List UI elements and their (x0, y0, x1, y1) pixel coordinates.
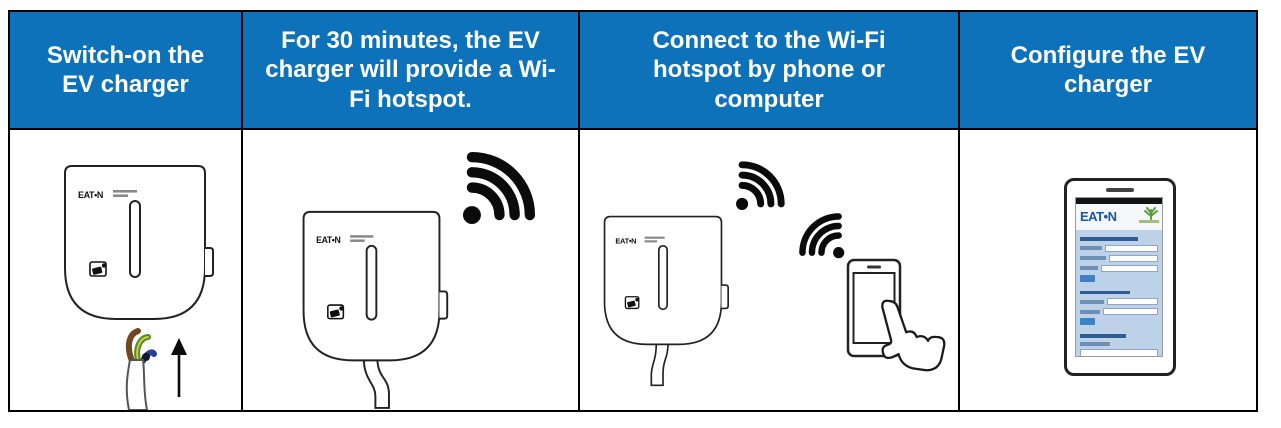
cable-clip (439, 290, 449, 320)
ev-charger-drawing: EAT•N (603, 215, 729, 387)
form-row (1080, 244, 1158, 252)
step1-header: Switch-on the EV charger (10, 12, 243, 130)
browser-bar (1076, 198, 1162, 204)
field-input-bar (1105, 244, 1158, 252)
wifi-icon (462, 151, 536, 225)
label-text-smudge (644, 240, 658, 243)
cable-clip (205, 247, 214, 277)
phone-drawing: EAT•N (1064, 178, 1176, 376)
phone-speaker (1106, 188, 1134, 192)
config-form (1076, 230, 1162, 356)
eaton-logo: EAT•N (78, 190, 103, 200)
step2-illustration: EAT•N (243, 130, 580, 410)
charging-cable (362, 356, 390, 409)
wifi-icon (799, 213, 845, 259)
step1-illustration: EAT•N (10, 130, 243, 410)
phone-drawing (846, 258, 902, 358)
wire-brown (125, 328, 141, 364)
form-button-bar (1080, 274, 1095, 282)
led-slot (365, 244, 378, 321)
wifi-icon (736, 161, 785, 210)
ev-charger-drawing: EAT•N (64, 165, 214, 320)
form-row (1080, 341, 1158, 346)
green-plant-icon (1144, 207, 1158, 220)
green-text-smudge (1139, 220, 1159, 223)
step3-illustration: EAT•N (580, 130, 960, 410)
charging-cable (650, 341, 669, 387)
label-text-smudge (644, 236, 665, 239)
step3-title: Connect to the Wi-Fi hotspot by phone or… (652, 27, 886, 113)
eaton-logo: EAT•N (316, 235, 340, 245)
wire-black (142, 353, 150, 361)
step1-title: Switch-on the EV charger (46, 41, 205, 98)
field-input-bar (1101, 264, 1158, 272)
rfid-reader-icon (327, 304, 345, 320)
form-row (1080, 308, 1158, 315)
page-header: EAT•N (1076, 204, 1162, 230)
phone-speaker (867, 265, 881, 269)
rfid-reader-icon (624, 296, 640, 310)
led-slot (657, 244, 669, 311)
step2-title: For 30 minutes, the EV charger will prov… (265, 27, 556, 113)
field-label-bar (1080, 266, 1098, 270)
step3-header: Connect to the Wi-Fi hotspot by phone or… (580, 12, 960, 130)
label-text-smudge (113, 194, 128, 197)
step2-header: For 30 minutes, the EV charger will prov… (243, 12, 580, 130)
field-label-bar (1080, 299, 1104, 304)
form-row (1080, 264, 1158, 272)
field-input-bar (1080, 348, 1158, 356)
ev-charger-drawing: EAT•N (302, 210, 449, 409)
eaton-logo: EAT•N (615, 236, 636, 245)
wire-yellow-stripe (136, 336, 149, 361)
field-input-bar (1107, 298, 1158, 305)
field-label-bar (1080, 309, 1100, 314)
led-slot (129, 200, 141, 278)
step4-title: Configure the EV charger (1010, 41, 1206, 98)
pointing-hand-icon (881, 299, 946, 372)
steps-table: Switch-on the EV charger For 30 minutes,… (8, 10, 1258, 412)
field-label-bar (1080, 246, 1102, 250)
rfid-reader-icon (89, 261, 107, 277)
label-text-smudge (350, 235, 374, 238)
step4-illustration: EAT•N (960, 130, 1256, 410)
field-input-bar (1109, 254, 1158, 262)
step4-header: Configure the EV charger (960, 12, 1256, 130)
field-label-bar (1080, 256, 1106, 260)
label-text-smudge (350, 239, 365, 242)
form-row (1080, 298, 1158, 305)
cable-clip (721, 284, 729, 310)
up-arrow-icon (171, 338, 187, 397)
config-page-screenshot: EAT•N (1075, 197, 1163, 357)
label-text-smudge (113, 190, 137, 193)
form-row (1080, 254, 1158, 262)
cable-sheath (125, 359, 149, 410)
section-title-bar (1080, 334, 1126, 338)
eaton-logo: EAT•N (1080, 209, 1117, 224)
section-title-bar (1080, 290, 1130, 294)
field-label-bar (1080, 341, 1110, 346)
field-input-bar (1103, 308, 1158, 315)
form-button-bar (1080, 318, 1095, 325)
section-title-bar (1080, 237, 1138, 241)
supply-wire-drawing (125, 328, 157, 410)
